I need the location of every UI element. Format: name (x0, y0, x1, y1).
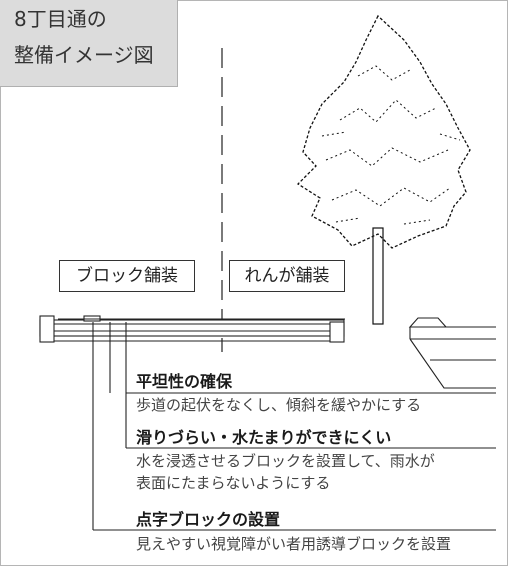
feature-desc-flatness: 歩道の起伏をなくし、傾斜を緩やかにする (136, 396, 422, 414)
block-paving-label: ブロック舗装 (59, 260, 195, 292)
title-panel: 8丁目通の 整備イメージ図 (0, 0, 178, 87)
brick-paving-label: れんが舗装 (229, 260, 345, 292)
tree-illustration (296, 14, 471, 325)
tree-trunk (372, 227, 384, 325)
feature-desc-drainage-1: 水を浸透させるブロックを設置して、雨水が (136, 452, 435, 470)
feature-heading-drainage: 滑りづらい・水たまりができにくい (136, 428, 392, 447)
feature-heading-tactile-paving: 点字ブロックの設置 (136, 510, 281, 529)
leader-lines (92, 322, 496, 531)
feature-desc-tactile-paving: 見えやすい視覚障がい者用誘導ブロックを設置 (136, 535, 452, 553)
curb-and-roadway (408, 317, 496, 389)
feature-desc-drainage-2: 表面にたまらないようにする (136, 474, 331, 492)
pavement-section (39, 315, 345, 343)
title-line-2: 整備イメージ図 (14, 43, 154, 67)
feature-heading-flatness: 平坦性の確保 (136, 372, 233, 391)
title-line-1: 8丁目通の (14, 7, 107, 31)
tree-crown (296, 14, 471, 249)
